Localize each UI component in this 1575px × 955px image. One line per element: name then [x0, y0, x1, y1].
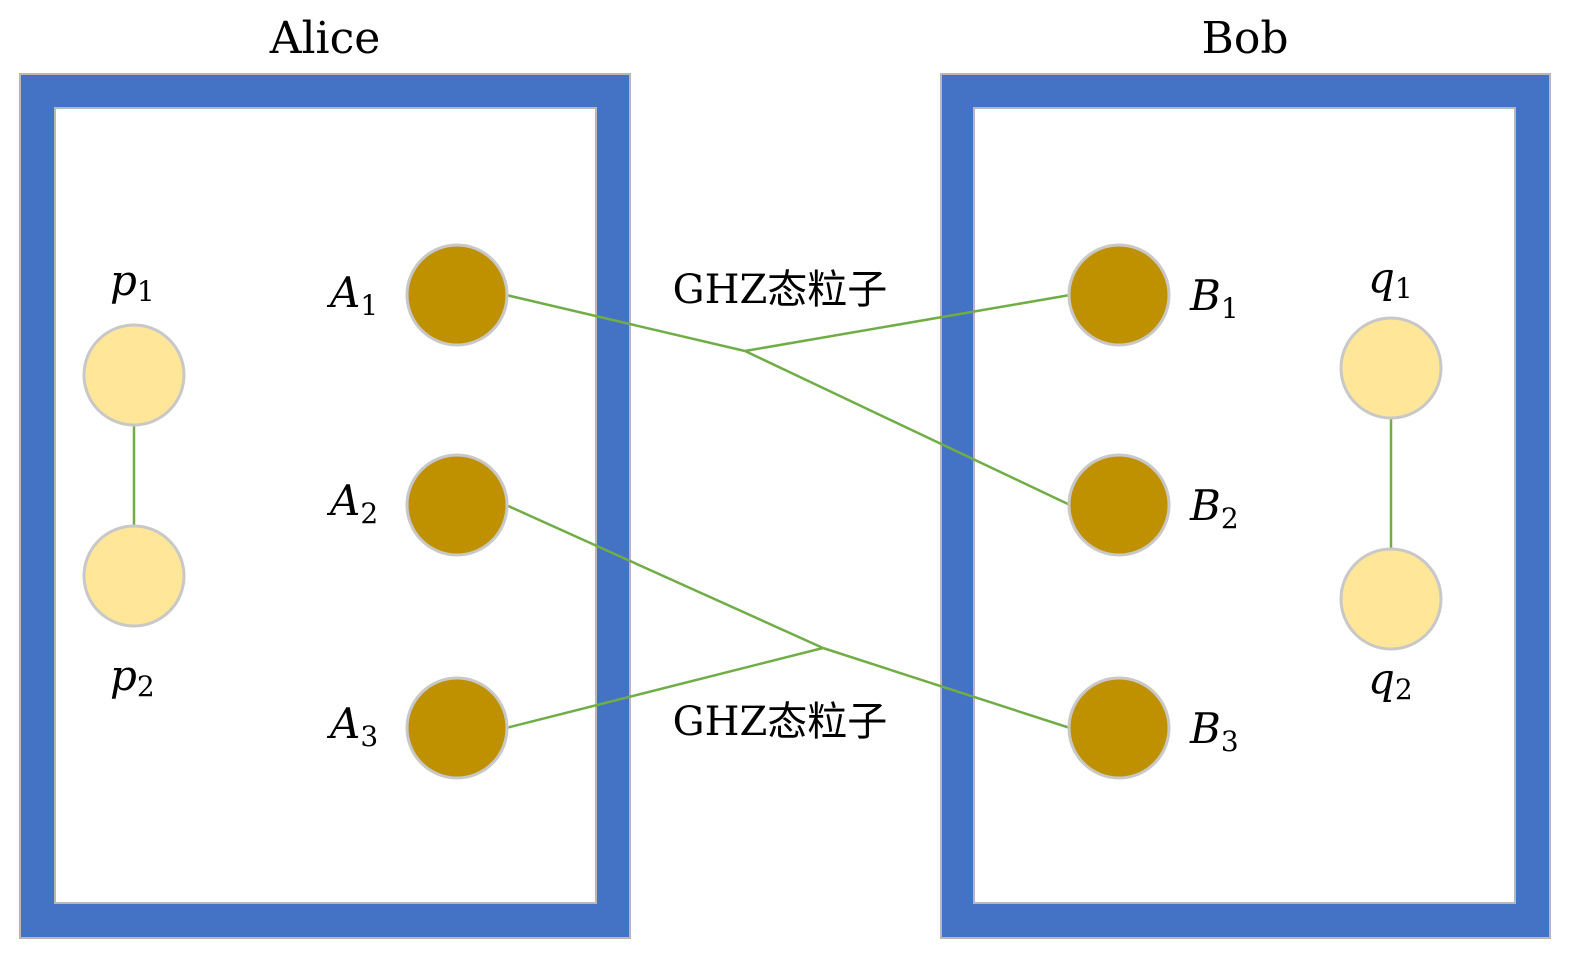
- label-B2: B2: [1189, 481, 1239, 535]
- particle-B3: [1067, 676, 1171, 780]
- particle-A3: [405, 676, 509, 780]
- particle-p1: [82, 323, 186, 427]
- particle-A1: [405, 243, 509, 347]
- alice-box-interior: [54, 107, 597, 904]
- ghz-link-a3: [505, 646, 824, 730]
- label-B1: B1: [1189, 271, 1239, 325]
- bob-box: [940, 73, 1551, 939]
- ghz-link-b3: [822, 646, 1071, 730]
- ghz-link-a1: [505, 293, 746, 353]
- particle-q1: [1339, 316, 1443, 420]
- particle-B2: [1067, 453, 1171, 557]
- label-p2: p2: [110, 651, 155, 703]
- ghz-label-bottom: GHZ态粒子: [673, 699, 888, 745]
- ghz-link-b1: [744, 293, 1071, 353]
- ghz-links-top: [505, 293, 1071, 507]
- label-A1: A1: [326, 268, 378, 322]
- particle-B1: [1067, 243, 1171, 347]
- label-q1: q1: [1368, 253, 1413, 305]
- alice-box: [19, 73, 631, 939]
- label-q2: q2: [1368, 654, 1413, 706]
- bob-box-interior: [973, 107, 1516, 904]
- particle-p2: [82, 524, 186, 628]
- label-A3: A3: [326, 699, 378, 753]
- ghz-label-top: GHZ态粒子: [673, 267, 888, 313]
- label-B3: B3: [1189, 704, 1239, 758]
- ghz-link-b2: [744, 349, 1071, 507]
- alice-title: Alice: [269, 13, 381, 64]
- label-p1: p1: [110, 256, 155, 308]
- particle-q2: [1339, 547, 1443, 651]
- particle-A2: [405, 453, 509, 557]
- label-A2: A2: [326, 476, 378, 530]
- ghz-links-bottom: [505, 503, 1071, 730]
- ghz-link-a2: [505, 503, 824, 650]
- bob-title: Bob: [1202, 13, 1289, 64]
